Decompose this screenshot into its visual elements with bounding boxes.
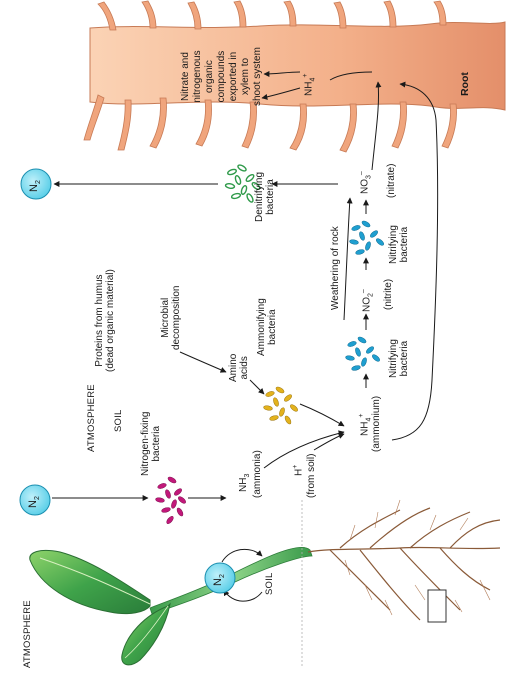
nh4-root-formula: NH4+ (302, 73, 317, 96)
arrow-nh3-to-nh4 (263, 430, 345, 469)
n2-label-plant: N2 (212, 574, 227, 586)
nh3-formula: NH3 (238, 473, 251, 492)
arrow-root-up-1 (261, 87, 301, 100)
atmosphere-label-left: ATMOSPHERE (22, 600, 33, 668)
amino-acids-label: Amino acids (228, 353, 250, 382)
no3-name: (nitrate) (386, 163, 397, 198)
nitrifying-bacteria-cluster-2 (349, 220, 384, 255)
denitrifying-bacteria-label: Denitrifying bacteria (254, 171, 276, 222)
nitrifying-bacteria-label-2: Nitrifying bacteria (388, 225, 410, 264)
no3-formula: NO3– (358, 171, 373, 194)
nh4-name: (ammonium) (371, 395, 382, 452)
nitrifying-bacteria-label-1: Nitrifying bacteria (388, 339, 410, 378)
arrow-ammonifying-to-nh4 (299, 403, 345, 427)
microbial-decomposition-label: Microbial decomposition (160, 285, 182, 350)
plant-illustration (29, 499, 501, 668)
arrow-root-connector (329, 71, 373, 81)
ammonifying-bacteria-cluster (263, 386, 298, 425)
n2-circle-plant (204, 562, 236, 594)
soil-plant-label: SOIL (264, 572, 275, 595)
arrow-amino-to-ammonifying (249, 379, 265, 395)
no2-formula: NO2– (360, 289, 375, 312)
proteins-label: Proteins from humus (dead organic materi… (94, 269, 116, 372)
arrow-microbial-to-amino (179, 351, 227, 373)
root-illustration (83, 0, 506, 153)
atmosphere-label: ATMOSPHERE (86, 384, 97, 452)
n2-label-top: N2 (28, 180, 43, 192)
from-soil-label: (from soil) (306, 453, 317, 498)
nitrogen-fixing-label: Nitrogen-fixing bacteria (140, 411, 162, 476)
arrow-h-to-nh4 (313, 433, 345, 451)
nitrogen-fixing-bacteria-cluster (155, 476, 186, 524)
root-label: Root (459, 72, 471, 96)
nh3-name: (ammonia) (252, 450, 263, 498)
n2-label-middle: N2 (27, 496, 42, 508)
nitrifying-bacteria-cluster-1 (345, 336, 380, 371)
arrow-no3-to-root (371, 81, 382, 171)
n2-circle-middle (19, 484, 51, 516)
weathering-label: Weathering of rock (330, 226, 341, 310)
denitrifying-bacteria-cluster (224, 164, 261, 203)
arrow-root-up-2 (263, 70, 301, 77)
exported-compounds-label: Nitrate and nitrogenous organic compound… (180, 47, 263, 106)
arrow-nh4-to-root (391, 81, 439, 441)
h-plus-formula: H+ (292, 464, 305, 476)
ammonifying-bacteria-label: Ammonifying bacteria (256, 298, 278, 356)
flow-arrows (52, 70, 439, 501)
soil-label: SOIL (113, 409, 124, 432)
n2-circle-top (20, 168, 52, 200)
arrow-weathering-to-no3 (343, 197, 353, 321)
no2-name: (nitrite) (383, 278, 394, 310)
